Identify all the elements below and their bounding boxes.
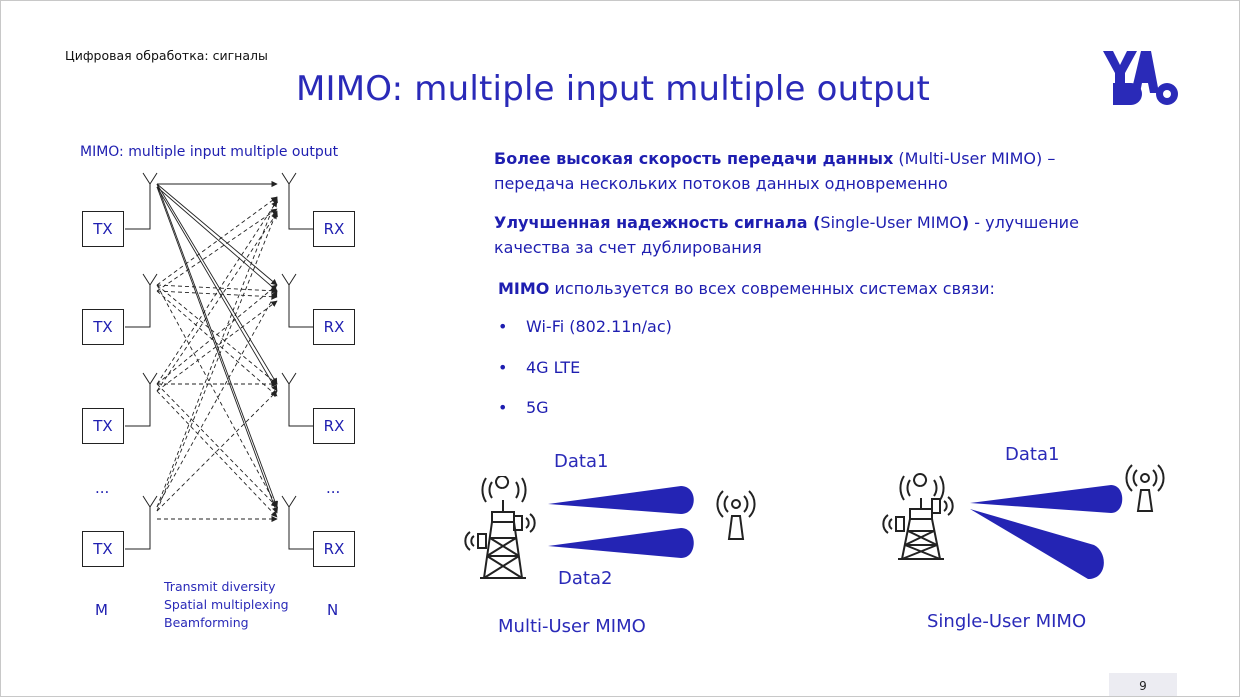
- paragraph-reliability-bold: Улучшенная надежность сигнала (: [494, 213, 821, 232]
- cell-tower-icon: [464, 476, 536, 579]
- slide-title: MIMO: multiple input multiple output: [295, 69, 931, 109]
- bullet-text: 5G: [526, 398, 549, 417]
- paragraph-reliability-rest: - улучшение качества за счет дублировани…: [494, 213, 1079, 257]
- bullet-dot: •: [498, 398, 508, 417]
- paragraph-reliability-mid: Single-User MIMO: [820, 213, 962, 232]
- receiver-antenna-icon: [1125, 464, 1165, 512]
- bullet-item: • Wi-Fi (802.11n/ac): [498, 317, 672, 336]
- mu-data1-label: Data1: [554, 451, 609, 472]
- rx-box-1: RX: [313, 211, 355, 247]
- m-label: M: [95, 601, 108, 619]
- tx-box-3: TX: [82, 408, 124, 444]
- bullet-item: • 4G LTE: [498, 358, 580, 377]
- single-user-illustration: [882, 464, 1165, 579]
- paragraph-usage-bold: MIMO: [498, 279, 550, 298]
- technique-item: Transmit diversity: [164, 579, 276, 594]
- n-label: N: [327, 601, 339, 619]
- technique-item: Spatial multiplexing: [164, 597, 289, 612]
- paragraph-speed-rest: (Multi-User MIMO) – передача нескольких …: [494, 149, 1056, 193]
- rx-ellipsis: ...: [326, 479, 341, 497]
- bullet-item: • 5G: [498, 398, 549, 417]
- breadcrumb: Цифровая обработка: сигналы: [65, 48, 268, 63]
- receiver-antenna-icon: [716, 490, 756, 540]
- tx-box-1: TX: [82, 211, 124, 247]
- bullet-text: Wi-Fi (802.11n/ac): [526, 317, 672, 336]
- rx-box-4: RX: [313, 531, 355, 567]
- paragraph-speed-bold: Более высокая скорость передачи данных: [494, 149, 894, 168]
- paragraph-reliability-bold2: ): [961, 213, 970, 232]
- techniques-list: Transmit diversity Spatial multiplexing …: [164, 578, 289, 632]
- tx-ellipsis: ...: [95, 479, 110, 497]
- tx-box-4: TX: [82, 531, 124, 567]
- rx-box-3: RX: [313, 408, 355, 444]
- bullet-text: 4G LTE: [526, 358, 581, 377]
- diagram-caption: MIMO: multiple input multiple output: [80, 144, 339, 160]
- single-user-caption: Single-User MIMO: [927, 611, 1087, 632]
- multi-user-illustration: [464, 476, 756, 579]
- su-data1-label: Data1: [1005, 444, 1060, 465]
- dashed-links: [156, 196, 278, 523]
- rx-box-2: RX: [313, 309, 355, 345]
- mu-data2-label: Data2: [558, 568, 613, 589]
- multi-user-caption: Multi-User MIMO: [498, 616, 646, 637]
- paragraph-reliability: Улучшенная надежность сигнала (Single-Us…: [494, 210, 1094, 260]
- tx-box-2: TX: [82, 309, 124, 345]
- beam-1: [548, 486, 694, 514]
- technique-item: Beamforming: [164, 615, 249, 630]
- page-number: 9: [1109, 673, 1177, 696]
- bullet-dot: •: [498, 358, 508, 377]
- solid-links: [156, 180, 278, 514]
- beam-2: [970, 509, 1104, 579]
- paragraph-usage-rest: используется во всех современных система…: [549, 279, 995, 298]
- rx-antennas: [281, 172, 314, 550]
- beam-2: [548, 528, 694, 558]
- tx-antennas: [125, 172, 158, 550]
- bullet-dot: •: [498, 317, 508, 336]
- paragraph-usage: MIMO используется во всех современных си…: [498, 276, 1098, 301]
- beam-1: [970, 485, 1123, 513]
- cell-tower-icon: [882, 473, 954, 560]
- paragraph-speed: Более высокая скорость передачи данных (…: [494, 146, 1094, 196]
- logo-icon: [1103, 51, 1178, 105]
